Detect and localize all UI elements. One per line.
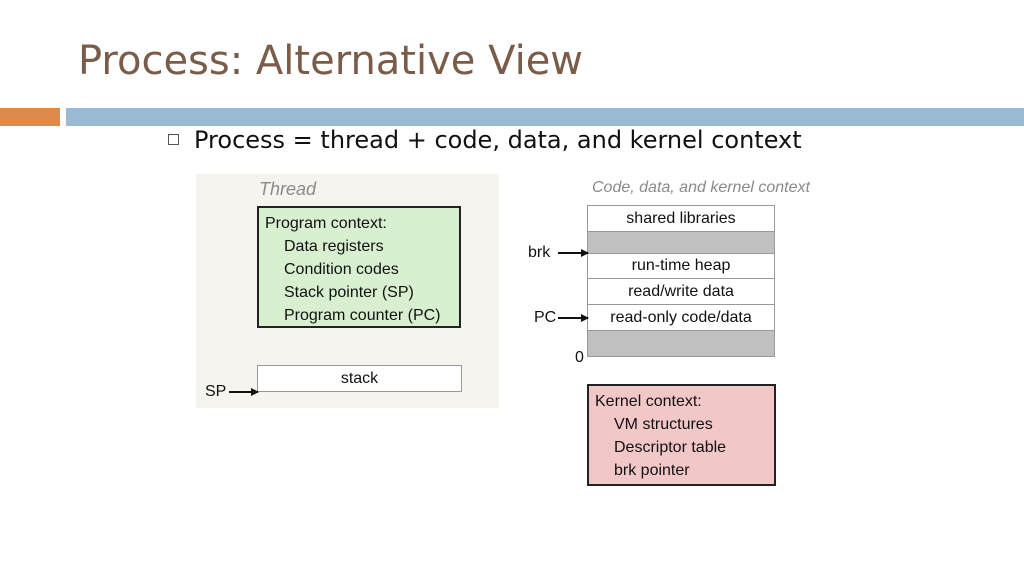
program-context-item: Condition codes: [284, 261, 399, 278]
program-context-item: Program counter (PC): [284, 307, 441, 324]
program-context-heading: Program context:: [265, 215, 387, 232]
segment-shared-libraries: shared libraries: [587, 205, 775, 232]
memory-segments: shared libraries run-time heap read/writ…: [587, 205, 775, 357]
kernel-context-item: brk pointer: [614, 462, 690, 479]
segment-unused: [587, 232, 775, 254]
title-divider-bar: [66, 108, 1024, 126]
kernel-context-heading: Kernel context:: [595, 393, 702, 410]
brk-label: brk: [528, 244, 551, 261]
title-accent-bar: [0, 108, 60, 126]
segment-read-write-data: read/write data: [587, 279, 775, 305]
segment-unused: [587, 331, 775, 357]
square-bullet-icon: [168, 134, 179, 145]
kernel-context-item: VM structures: [614, 416, 713, 433]
kernel-context-item: Descriptor table: [614, 439, 727, 456]
slide-title: Process: Alternative View: [78, 38, 584, 84]
sp-label: SP: [205, 383, 227, 400]
bullet-text: Process = thread + code, data, and kerne…: [194, 126, 802, 154]
program-context-item: Stack pointer (SP): [284, 284, 414, 301]
stack-box: stack: [257, 365, 462, 392]
program-context-item: Data registers: [284, 238, 384, 255]
pc-label: PC: [534, 309, 557, 326]
zero-address-label: 0: [575, 349, 584, 366]
code-data-kernel-label: Code, data, and kernel context: [592, 179, 810, 196]
program-context-box: Program context: Data registers Conditio…: [257, 206, 461, 328]
segment-read-only-code-data: read-only code/data: [587, 305, 775, 331]
segment-run-time-heap: run-time heap: [587, 254, 775, 279]
thread-label: Thread: [259, 179, 317, 199]
kernel-context-box: Kernel context: VM structures Descriptor…: [587, 384, 776, 486]
